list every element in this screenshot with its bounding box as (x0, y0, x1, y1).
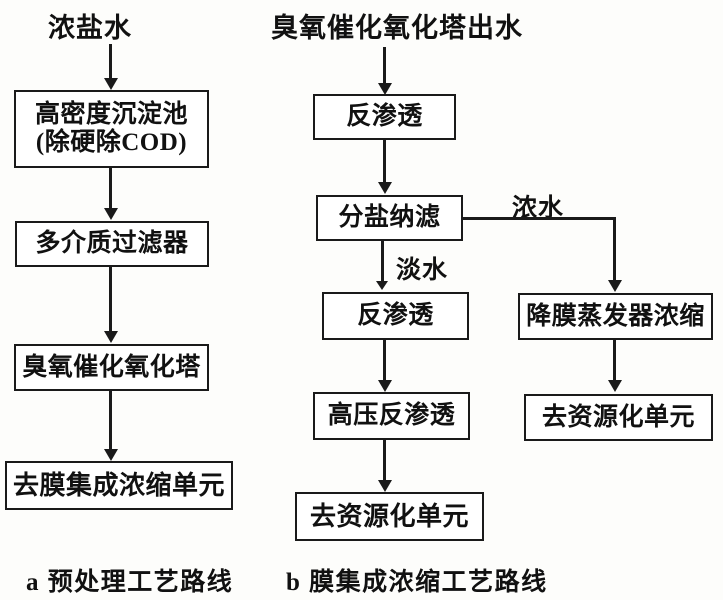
arrowhead-high-pressure-ro-to-resource-unit-left (378, 480, 392, 492)
connector-evaporator-to-resource-unit-right (613, 340, 616, 384)
box-reverse-osmosis-2[interactable]: 反渗透 (322, 292, 469, 340)
caption-route-a: a 预处理工艺路线 (26, 569, 234, 596)
connector-ro2-to-high-pressure-ro (383, 340, 386, 384)
connector-filter-to-ozone-tower (109, 267, 112, 335)
arrowhead-evaporator-to-resource-unit-right (608, 380, 622, 392)
caption-route-b: b 膜集成浓缩工艺路线 (286, 569, 548, 596)
box-to-membrane-integrated-concentration-unit[interactable]: 去膜集成浓缩单元 (5, 461, 233, 510)
box-high-density-sedimentation-tank[interactable]: 高密度沉淀池 (除硬除COD) (14, 90, 209, 168)
connector-sedimentation-to-filter (109, 168, 112, 212)
connector-inlet-to-sedimentation (109, 44, 112, 82)
box-high-pressure-reverse-osmosis[interactable]: 高压反渗透 (313, 392, 470, 440)
arrowhead-permeate-to-ro2 (376, 281, 388, 290)
box-multimedia-filter[interactable]: 多介质过滤器 (15, 221, 209, 267)
arrowhead-sedimentation-to-filter (104, 208, 118, 220)
connector-inlet-to-ro1 (383, 47, 386, 87)
connector-high-pressure-ro-to-resource-unit-left (383, 440, 386, 484)
arrowhead-ro1-to-nanofiltration (378, 182, 392, 194)
arrowhead-ro2-to-high-pressure-ro (378, 380, 392, 392)
connector-nanofiltration-permeate-to-ro2 (381, 241, 384, 283)
arrowhead-inlet-to-ro1 (378, 83, 392, 95)
inlet-label-concentrated-brine: 浓盐水 (48, 13, 132, 43)
arrowhead-inlet-to-sedimentation (104, 78, 118, 90)
connector-concentrate-down-to-evaporator (613, 217, 616, 283)
box-salt-separation-nanofiltration[interactable]: 分盐纳滤 (316, 195, 463, 241)
connector-nanofiltration-concentrate-horizontal (463, 217, 616, 220)
arrowhead-concentrate-to-evaporator (608, 280, 622, 292)
box-reverse-osmosis-1[interactable]: 反渗透 (313, 94, 456, 140)
box-to-resource-unit-right[interactable]: 去资源化单元 (524, 394, 713, 441)
arrowhead-filter-to-ozone-tower (104, 331, 118, 343)
arrowhead-ozone-tower-to-membrane-unit (104, 449, 118, 461)
inlet-label-ozone-tower-effluent: 臭氧催化氧化塔出水 (271, 13, 523, 43)
box-ozone-catalytic-oxidation-tower[interactable]: 臭氧催化氧化塔 (14, 344, 209, 391)
box-to-resource-unit-left[interactable]: 去资源化单元 (295, 492, 484, 541)
connector-ozone-tower-to-membrane-unit (109, 391, 112, 453)
stream-label-permeate: 淡水 (396, 257, 449, 284)
box-falling-film-evaporator-concentration[interactable]: 降膜蒸发器浓缩 (518, 293, 713, 340)
connector-ro1-to-nanofiltration (383, 140, 386, 186)
